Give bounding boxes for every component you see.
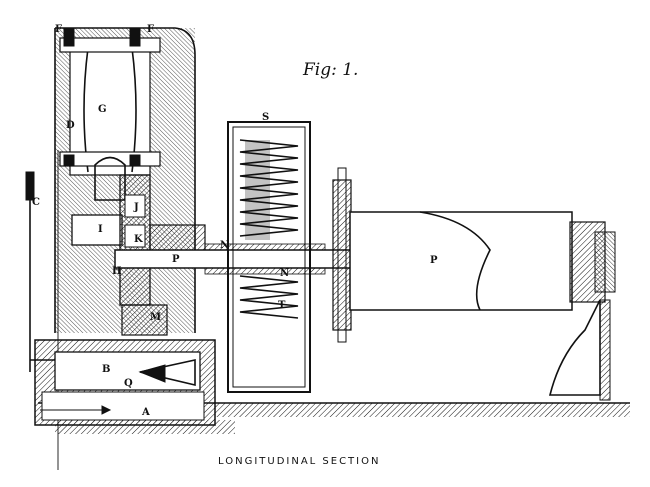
frame-column	[54, 27, 196, 333]
label-B: B	[102, 364, 110, 375]
label-P-drum: P	[430, 255, 438, 266]
label-N-lower: N	[280, 268, 289, 279]
lower-tank	[34, 339, 216, 426]
label-D: D	[66, 120, 75, 131]
label-J: J	[133, 202, 139, 213]
label-N-upper: N	[220, 240, 229, 251]
label-F-left: F	[55, 24, 62, 35]
spring-box	[227, 121, 311, 393]
label-H: H	[112, 266, 121, 277]
lower-spring-coils	[239, 275, 299, 319]
figure-title: Fig: 1.	[302, 60, 358, 80]
label-F-right: F	[147, 24, 154, 35]
label-Q: Q	[124, 378, 133, 389]
drum	[332, 167, 616, 401]
label-C: C	[32, 197, 40, 208]
label-S: S	[262, 112, 269, 123]
label-M: M	[150, 312, 161, 323]
label-I: I	[98, 224, 103, 235]
label-G: G	[98, 104, 107, 115]
label-K: K	[134, 234, 143, 245]
label-A: A	[141, 407, 150, 418]
lever	[25, 171, 55, 372]
part-labels: F F D G C I J K H P M N N S T P B Q A	[32, 24, 438, 418]
label-P-shaft: P	[172, 254, 180, 265]
upper-spring-coils	[239, 139, 299, 237]
label-T: T	[278, 300, 286, 311]
figure-caption: LONGITUDINAL SECTION	[218, 456, 380, 467]
